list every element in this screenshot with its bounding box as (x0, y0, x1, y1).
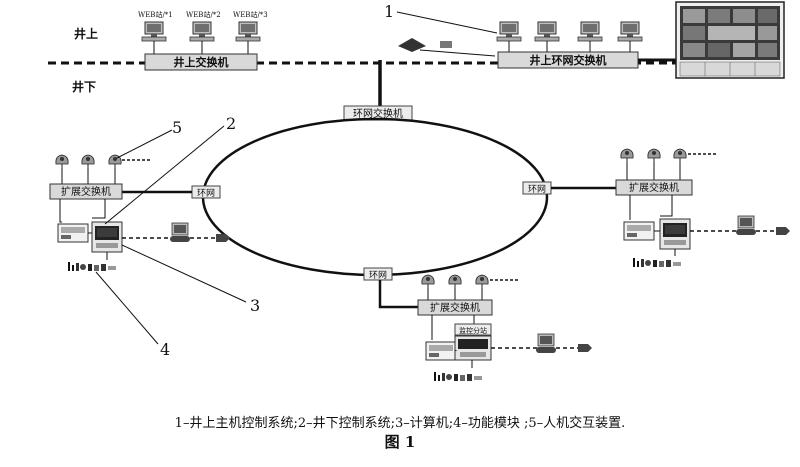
camera-left (169, 222, 191, 243)
right-branch: 扩展交换机 (615, 148, 790, 267)
web-terminal-pc-3 (235, 21, 261, 42)
expansion-switch-right (615, 179, 693, 196)
printer-icon (398, 38, 426, 52)
callout-1: 1 (384, 2, 394, 21)
callout-3: 3 (250, 296, 260, 315)
web-terminal-group: WEB站/*1 WEB站/*2 WEB站/*3 (138, 10, 268, 55)
sensor-right-2 (647, 148, 661, 163)
figure-legend: 1–井上主机控制系统;2–井下控制系统;3–计算机;4–功能模块 ;5–人机交互… (174, 416, 626, 431)
ring-node-right-label: 环网 (528, 184, 546, 195)
web-terminal-label-3: WEB站/*3 (233, 10, 268, 19)
sensor-left-1 (55, 154, 69, 169)
controller-bottom (425, 341, 457, 361)
ring-switch-label: 环网交换机 (353, 107, 403, 120)
function-modules-right (633, 258, 681, 267)
zone-label-surface: 井上 (74, 26, 98, 41)
callout-2: 2 (226, 114, 236, 133)
left-branch: 扩展交换机 (49, 154, 230, 271)
host-pc-1 (496, 21, 522, 42)
surface-host-workstations (398, 21, 643, 57)
cable-plug-bottom-icon (578, 344, 592, 352)
expansion-switch-bottom-label: 扩展交换机 (430, 301, 480, 314)
host-pc-3 (577, 21, 603, 42)
web-terminal-label-1: WEB站/*1 (138, 10, 173, 19)
controller-right (623, 221, 655, 241)
sensor-right-3 (673, 148, 687, 163)
video-wall (675, 1, 785, 79)
camera-right (735, 215, 757, 236)
callout-5: 5 (172, 118, 182, 137)
ring-node-left-label: 环网 (197, 188, 215, 199)
sensor-bottom-1 (421, 274, 435, 289)
sensor-right-1 (620, 148, 634, 163)
ring-network (201, 117, 549, 277)
bottom-branch: 扩展交换机 监控分站 (417, 274, 592, 381)
expansion-switch-bottom (417, 299, 493, 316)
host-pc-4 (617, 21, 643, 42)
station-right (659, 218, 691, 250)
expansion-switch-left (49, 183, 123, 200)
web-terminal-pc-2 (189, 21, 215, 42)
callout-4: 4 (160, 340, 170, 359)
cable-plug-left-icon (216, 234, 230, 242)
surface-ring-switch-label: 井上环网交换机 (530, 53, 607, 67)
controller-left (57, 223, 89, 243)
web-terminal-pc-1 (141, 21, 167, 42)
surface-switch-box (144, 53, 258, 71)
host-pc-2 (534, 21, 560, 42)
station-left (91, 221, 123, 253)
panel-label: 监控分站 (459, 326, 487, 335)
function-modules-left (68, 262, 116, 271)
expansion-switch-right-label: 扩展交换机 (629, 181, 679, 194)
ring-node-bottom-label: 环网 (369, 270, 387, 281)
station-bottom (454, 335, 492, 361)
sensor-bottom-3 (475, 274, 489, 289)
function-modules-bottom (434, 372, 482, 381)
zone-label-underground: 井下 (72, 79, 96, 94)
ring-node-bottom (363, 267, 393, 281)
cable-plug-right-icon (776, 227, 790, 235)
sensor-bottom-2 (448, 274, 462, 289)
surface-switch-label: 井上交换机 (174, 55, 229, 69)
sensor-left-2 (81, 154, 95, 169)
expansion-switch-left-label: 扩展交换机 (61, 185, 111, 198)
figure-title: 图 1 (384, 433, 416, 451)
camera-bottom (535, 333, 557, 354)
panel-label-box (454, 323, 492, 336)
web-terminal-label-2: WEB站/*2 (186, 10, 221, 19)
